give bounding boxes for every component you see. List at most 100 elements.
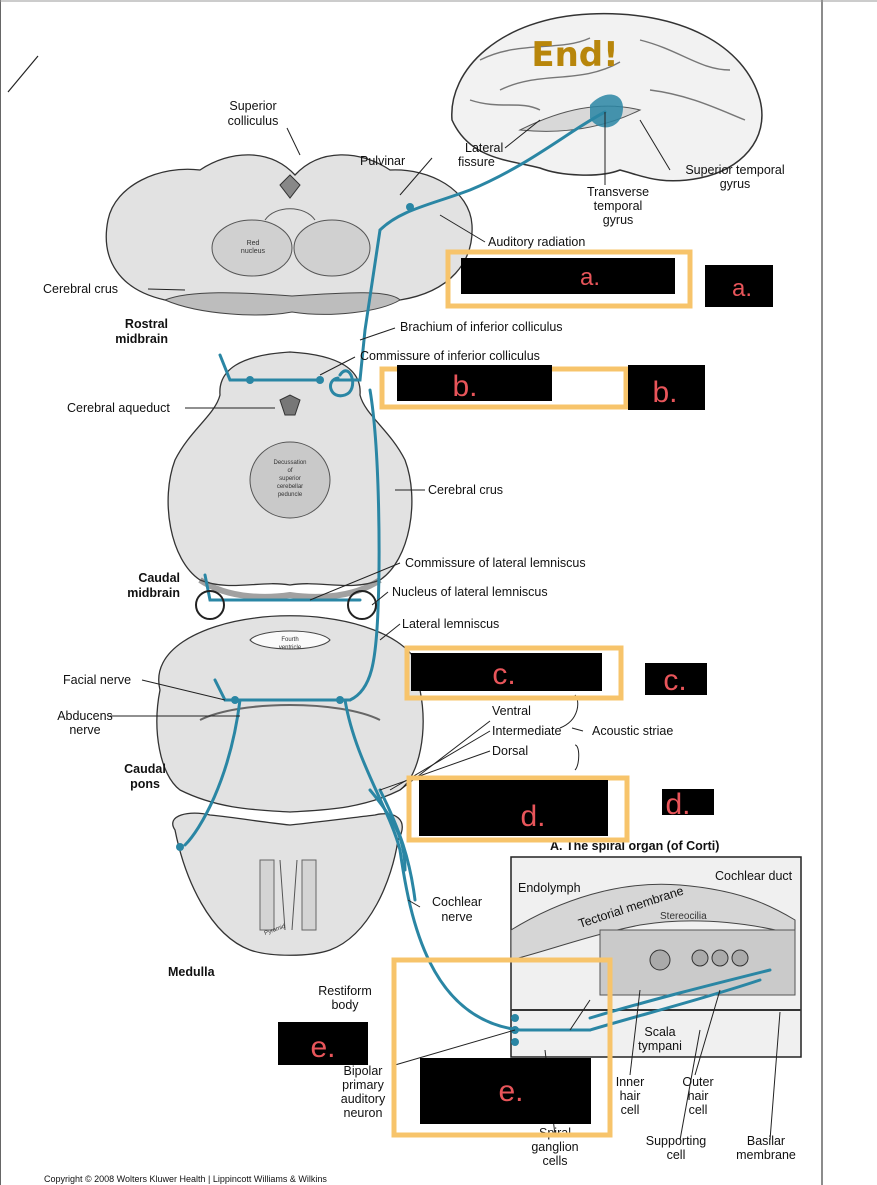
- svg-text:gyrus: gyrus: [603, 213, 634, 227]
- svg-text:Caudal: Caudal: [138, 571, 180, 585]
- rostral-midbrain-section: [105, 154, 473, 316]
- leader-lines: [110, 112, 781, 1141]
- transverse-temporal-gyrus-highlight: [590, 94, 623, 128]
- label-lateral-lemniscus: Lateral lemniscus: [402, 617, 499, 631]
- label-cerebral-crus-left: Cerebral crus: [43, 282, 118, 296]
- label-decussation: Decussation of superior cerebellar pedun…: [273, 460, 306, 498]
- svg-text:a.: a.: [732, 275, 752, 302]
- label-acoustic-striae: Acoustic striae: [592, 724, 673, 738]
- svg-text:nucleus: nucleus: [241, 248, 266, 255]
- svg-text:Supporting: Supporting: [646, 1134, 707, 1148]
- svg-text:Superior temporal: Superior temporal: [685, 163, 784, 177]
- nucleus-lateral-lemniscus-marker-left: [195, 590, 225, 620]
- svg-text:membrane: membrane: [736, 1148, 796, 1162]
- svg-text:e.: e.: [310, 1031, 335, 1064]
- label-ventral: Ventral: [492, 704, 531, 718]
- label-basilar-membrane: Basilar membrane: [736, 1134, 796, 1162]
- spiral-organ-inset: [510, 856, 802, 1058]
- label-dorsal: Dorsal: [492, 744, 528, 758]
- svg-text:Scala: Scala: [644, 1025, 675, 1039]
- label-rostral-midbrain: Rostral midbrain: [115, 317, 168, 346]
- svg-text:Fourth: Fourth: [281, 637, 298, 643]
- svg-text:primary: primary: [342, 1078, 384, 1092]
- medulla-section: [172, 812, 403, 956]
- label-cerebral-aqueduct: Cerebral aqueduct: [67, 401, 170, 415]
- svg-text:cell: cell: [667, 1148, 686, 1162]
- label-bipolar-neuron: Bipolar primary auditory neuron: [341, 1064, 386, 1120]
- svg-text:peduncle: peduncle: [278, 492, 303, 498]
- svg-text:Abducens: Abducens: [57, 709, 113, 723]
- brain-lateral-view: [451, 12, 763, 182]
- label-red-nucleus: Red nucleus: [241, 240, 266, 255]
- label-scala-tympani: Scala tympani: [638, 1025, 682, 1053]
- label-spiral-ganglion: Spiral ganglion cells: [531, 1126, 578, 1168]
- svg-text:colliculus: colliculus: [228, 114, 279, 128]
- label-intermediate: Intermediate: [492, 724, 562, 738]
- svg-text:gyrus: gyrus: [720, 177, 751, 191]
- svg-text:of: of: [287, 468, 292, 474]
- svg-text:temporal: temporal: [594, 199, 643, 213]
- end-label: End!: [531, 35, 618, 75]
- label-superior-colliculus: Superior colliculus: [228, 99, 279, 128]
- label-fourth-ventricle: Fourth ventricle: [279, 637, 302, 651]
- svg-text:auditory: auditory: [341, 1092, 386, 1106]
- label-caudal-pons: Caudal pons: [124, 762, 166, 791]
- answer-slot-b: b. b.: [379, 365, 705, 410]
- answer-slot-c: c. c.: [404, 645, 707, 701]
- svg-text:hair: hair: [688, 1089, 709, 1103]
- label-nucleus-lateral-lemniscus: Nucleus of lateral lemniscus: [392, 585, 548, 599]
- svg-text:midbrain: midbrain: [115, 332, 168, 346]
- label-abducens-nerve: Abducens nerve: [57, 709, 113, 737]
- svg-text:neuron: neuron: [344, 1106, 383, 1120]
- svg-text:nerve: nerve: [69, 723, 100, 737]
- label-cerebral-crus-right: Cerebral crus: [428, 483, 503, 497]
- copyright-text: Copyright © 2008 Wolters Kluwer Health |…: [44, 1174, 327, 1184]
- svg-text:Inner: Inner: [616, 1075, 645, 1089]
- label-commissure-inferior-colliculus: Commissure of inferior colliculus: [360, 349, 540, 363]
- auditory-pathway: [176, 110, 772, 1046]
- label-facial-nerve: Facial nerve: [63, 673, 131, 687]
- answer-slot-e: e. e.: [278, 957, 613, 1138]
- label-endolymph: Endolymph: [518, 881, 581, 895]
- label-medulla: Medulla: [168, 965, 216, 979]
- svg-text:fissure: fissure: [458, 155, 495, 169]
- svg-text:cell: cell: [621, 1103, 640, 1117]
- label-restiform-body: Restiform body: [318, 984, 371, 1012]
- label-inner-hair-cell: Inner hair cell: [616, 1075, 645, 1117]
- svg-text:b.: b.: [452, 370, 477, 403]
- label-superior-temporal-gyrus: Superior temporal gyrus: [685, 163, 784, 191]
- svg-text:Decussation: Decussation: [273, 460, 306, 466]
- svg-text:Red: Red: [247, 240, 260, 247]
- svg-text:Transverse: Transverse: [587, 185, 649, 199]
- answer-slot-a: a. a.: [445, 249, 773, 309]
- caudal-pons-section: [156, 615, 424, 813]
- label-cochlear-duct: Cochlear duct: [715, 869, 793, 883]
- svg-text:Outer: Outer: [682, 1075, 713, 1089]
- svg-text:hair: hair: [620, 1089, 641, 1103]
- label-auditory-radiation: Auditory radiation: [488, 235, 585, 249]
- svg-text:Basilar: Basilar: [747, 1134, 785, 1148]
- svg-text:e.: e.: [498, 1075, 523, 1108]
- label-cochlear-nerve: Cochlear nerve: [432, 895, 482, 924]
- svg-text:superior: superior: [279, 476, 301, 482]
- svg-text:Cochlear: Cochlear: [432, 895, 482, 909]
- svg-text:c.: c.: [492, 658, 515, 691]
- pen-mark: [7, 55, 39, 93]
- svg-text:Rostral: Rostral: [125, 317, 168, 331]
- label-commissure-lateral-lemniscus: Commissure of lateral lemniscus: [405, 556, 586, 570]
- svg-text:d.: d.: [665, 788, 690, 821]
- svg-text:a.: a.: [580, 264, 600, 291]
- svg-text:c.: c.: [663, 664, 686, 697]
- svg-text:pons: pons: [130, 777, 160, 791]
- svg-text:cells: cells: [542, 1154, 567, 1168]
- svg-text:Restiform: Restiform: [318, 984, 371, 998]
- svg-text:cerebellar: cerebellar: [277, 484, 303, 490]
- svg-text:Superior: Superior: [229, 99, 276, 113]
- svg-text:ganglion: ganglion: [531, 1140, 578, 1154]
- label-caudal-midbrain: Caudal midbrain: [127, 571, 180, 600]
- label-outer-hair-cell: Outer hair cell: [682, 1075, 713, 1117]
- caudal-midbrain-section: [167, 351, 413, 600]
- svg-text:midbrain: midbrain: [127, 586, 180, 600]
